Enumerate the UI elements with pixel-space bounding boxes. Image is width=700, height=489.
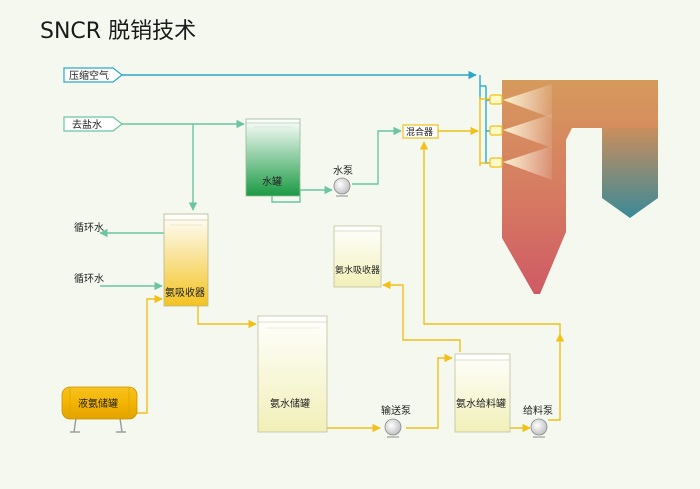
water-lines bbox=[99, 119, 402, 291]
transfer-pump-icon bbox=[384, 418, 402, 436]
air-line bbox=[122, 70, 492, 164]
circulating-water-label-1: 循环水 bbox=[74, 221, 104, 234]
compressed-air-inlet: 压缩空气 bbox=[63, 67, 123, 83]
transfer-pump-label: 输送泵 bbox=[381, 404, 411, 417]
water-pump: 水泵 bbox=[333, 165, 353, 197]
ammonia-water-absorber: 氨水吸收器 bbox=[333, 225, 382, 288]
page-title: SNCR 脱销技术 bbox=[40, 19, 196, 44]
demineralized-water-inlet: 去盐水 bbox=[63, 116, 123, 132]
nozzle-sprays bbox=[503, 84, 552, 180]
demineralized-water-label: 去盐水 bbox=[72, 118, 102, 131]
ammonia-water-storage-tank-label: 氨水储罐 bbox=[270, 397, 310, 410]
ammonia-absorber: 氨吸收器 bbox=[163, 213, 209, 307]
mixer: 混合器 bbox=[402, 124, 439, 139]
ammonia-lines bbox=[137, 141, 565, 433]
water-pump-icon bbox=[333, 177, 351, 195]
mixer-label: 混合器 bbox=[406, 126, 433, 138]
ammonia-water-storage-tank: 氨水储罐 bbox=[257, 315, 328, 433]
ammonia-water-feed-tank-label: 氨水给料罐 bbox=[456, 397, 506, 410]
liquid-ammonia-tank: 液氨储罐 bbox=[61, 386, 138, 433]
feed-pump-label: 给料泵 bbox=[523, 404, 553, 417]
ammonia-water-absorber-label: 氨水吸收器 bbox=[335, 264, 380, 276]
ammonia-water-feed-tank: 氨水给料罐 bbox=[454, 353, 511, 433]
compressed-air-label: 压缩空气 bbox=[69, 69, 109, 82]
liquid-ammonia-tank-label: 液氨储罐 bbox=[78, 397, 118, 410]
nozzles bbox=[489, 94, 503, 168]
feed-pump: 给料泵 bbox=[523, 404, 553, 438]
water-tank-label: 水罐 bbox=[262, 175, 282, 188]
water-tank: 水罐 bbox=[245, 118, 301, 197]
circulating-water-label-2: 循环水 bbox=[74, 272, 104, 285]
ammonia-absorber-label: 氨吸收器 bbox=[165, 286, 205, 299]
mixer-to-nozzle-line bbox=[438, 97, 490, 166]
feed-pump-icon bbox=[530, 418, 548, 436]
water-pump-label: 水泵 bbox=[333, 165, 353, 177]
transfer-pump: 输送泵 bbox=[381, 404, 411, 438]
boiler bbox=[502, 80, 658, 294]
